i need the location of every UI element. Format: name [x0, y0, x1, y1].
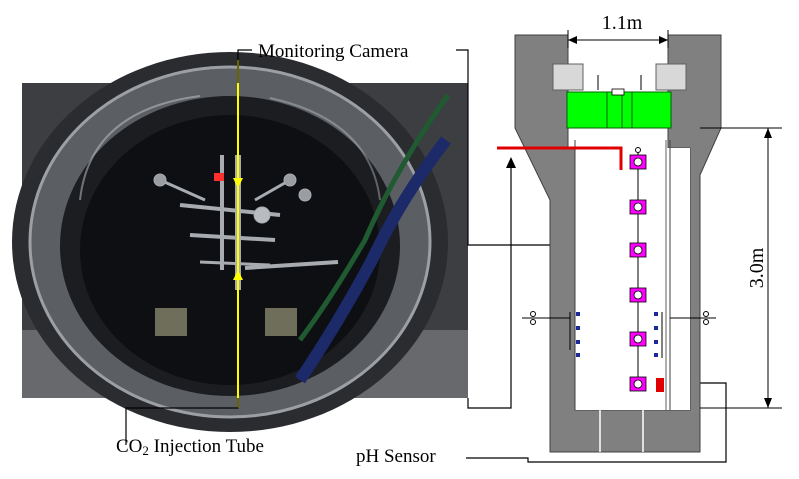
ph-sensor-label: pH Sensor	[356, 446, 436, 467]
camera-units	[629, 154, 647, 392]
co2-prefix: CO	[116, 436, 142, 457]
camera-unit	[629, 242, 647, 258]
side-sensor-right	[661, 311, 716, 358]
camera-unit	[629, 287, 647, 303]
injection-arrow-head	[506, 157, 516, 168]
panel-left	[155, 308, 187, 336]
leader-lines	[125, 49, 727, 463]
co2-injection-tube-label: CO2 Injection Tube	[116, 436, 264, 458]
yellow-arrow-down	[233, 178, 243, 188]
camera-unit	[629, 199, 647, 215]
camera-unit	[629, 331, 647, 347]
camera-unit	[629, 154, 647, 170]
blue-hose	[295, 136, 451, 384]
height-dimension-label: 3.0m	[746, 247, 768, 288]
co2-subscript: 2	[142, 443, 149, 458]
dimension-height	[700, 127, 782, 409]
vessel-schematic	[497, 34, 722, 453]
ph-leader	[466, 382, 727, 463]
side-sensor-right-dots	[654, 312, 658, 357]
lid-block-right	[655, 63, 687, 91]
tank-water	[80, 115, 380, 385]
yellow-arrow-up	[233, 270, 243, 280]
side-sensor-left-dots	[576, 312, 580, 357]
camera-red-marker	[214, 173, 224, 181]
ph-sensor-unit	[656, 378, 664, 392]
injection-tube	[497, 146, 623, 170]
co2-suffix: Injection Tube	[149, 436, 264, 457]
green-lid	[566, 91, 672, 129]
injection-leader-right	[467, 168, 512, 409]
monitoring-camera-label: Monitoring Camera	[258, 41, 409, 62]
camera-leader-left	[237, 49, 252, 83]
panel-right	[265, 308, 297, 336]
green-hose	[297, 93, 451, 342]
injection-leader	[125, 398, 239, 445]
side-sensor-left	[522, 311, 571, 350]
width-dimension-label: 1.1m	[602, 12, 643, 34]
dimension-width	[567, 30, 669, 48]
camera-unit	[629, 376, 647, 392]
camera-leader-right	[456, 49, 620, 246]
lid-block-left	[552, 63, 584, 91]
tank-photo	[12, 52, 468, 432]
